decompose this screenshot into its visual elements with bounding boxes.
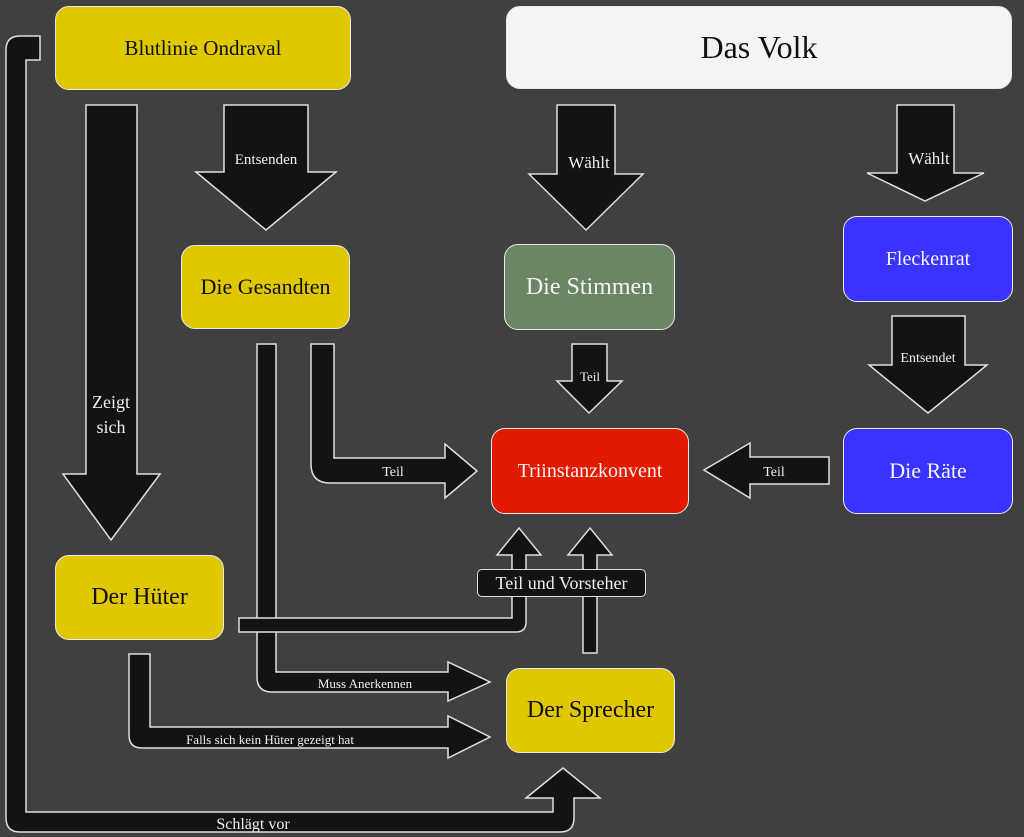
node-der-hueter[interactable]: Der Hüter — [55, 555, 224, 640]
label-waehlt-stimmen: Wählt — [568, 153, 610, 172]
node-der-sprecher[interactable]: Der Sprecher — [506, 668, 675, 753]
label-entsendet: Entsendet — [900, 351, 955, 366]
node-das-volk[interactable]: Das Volk — [506, 6, 1012, 89]
arrow-muss-anerkennen — [256, 343, 492, 703]
arrow-teil-gesandten — [310, 343, 479, 500]
arrow-falls-kein-hueter — [128, 653, 492, 760]
arrow-waehlt-fleckenrat — [866, 104, 985, 202]
arrow-teil-raete — [702, 441, 830, 500]
arrow-waehlt-stimmen — [527, 104, 645, 232]
node-blutlinie-ondraval[interactable]: Blutlinie Ondraval — [55, 6, 351, 90]
label-waehlt-fleckenrat: Wählt — [908, 149, 950, 168]
node-die-stimmen[interactable]: Die Stimmen — [504, 244, 675, 330]
label-teil-gesandten: Teil — [382, 465, 404, 480]
arrow-teil-und-vorsteher-hueter — [238, 526, 543, 633]
label-teil-raete: Teil — [763, 465, 785, 480]
arrow-schlaegt-vor — [5, 35, 603, 833]
label-muss-anerkennen: Muss Anerkennen — [318, 676, 413, 691]
label-zeigt-sich-2: sich — [97, 417, 126, 437]
arrow-teil-stimmen — [555, 343, 624, 415]
arrow-zeigt-sich — [61, 104, 162, 542]
label-zeigt-sich-1: Zeigt — [92, 392, 130, 412]
node-die-raete[interactable]: Die Räte — [843, 428, 1013, 514]
node-die-gesandten[interactable]: Die Gesandten — [181, 245, 350, 329]
label-teil-stimmen: Teil — [580, 369, 600, 384]
node-fleckenrat[interactable]: Fleckenrat — [843, 216, 1013, 302]
arrow-entsendet — [866, 315, 990, 414]
node-triinstanzkonvent[interactable]: Triinstanzkonvent — [491, 428, 689, 514]
arrow-entsenden — [193, 104, 339, 231]
label-schlaegt-vor: Schlägt vor — [216, 816, 290, 833]
label-entsenden: Entsenden — [235, 152, 298, 168]
label-falls-kein-hueter: Falls sich kein Hüter gezeigt hat — [186, 732, 354, 747]
label-teil-und-vorsteher: Teil und Vorsteher — [477, 569, 646, 597]
